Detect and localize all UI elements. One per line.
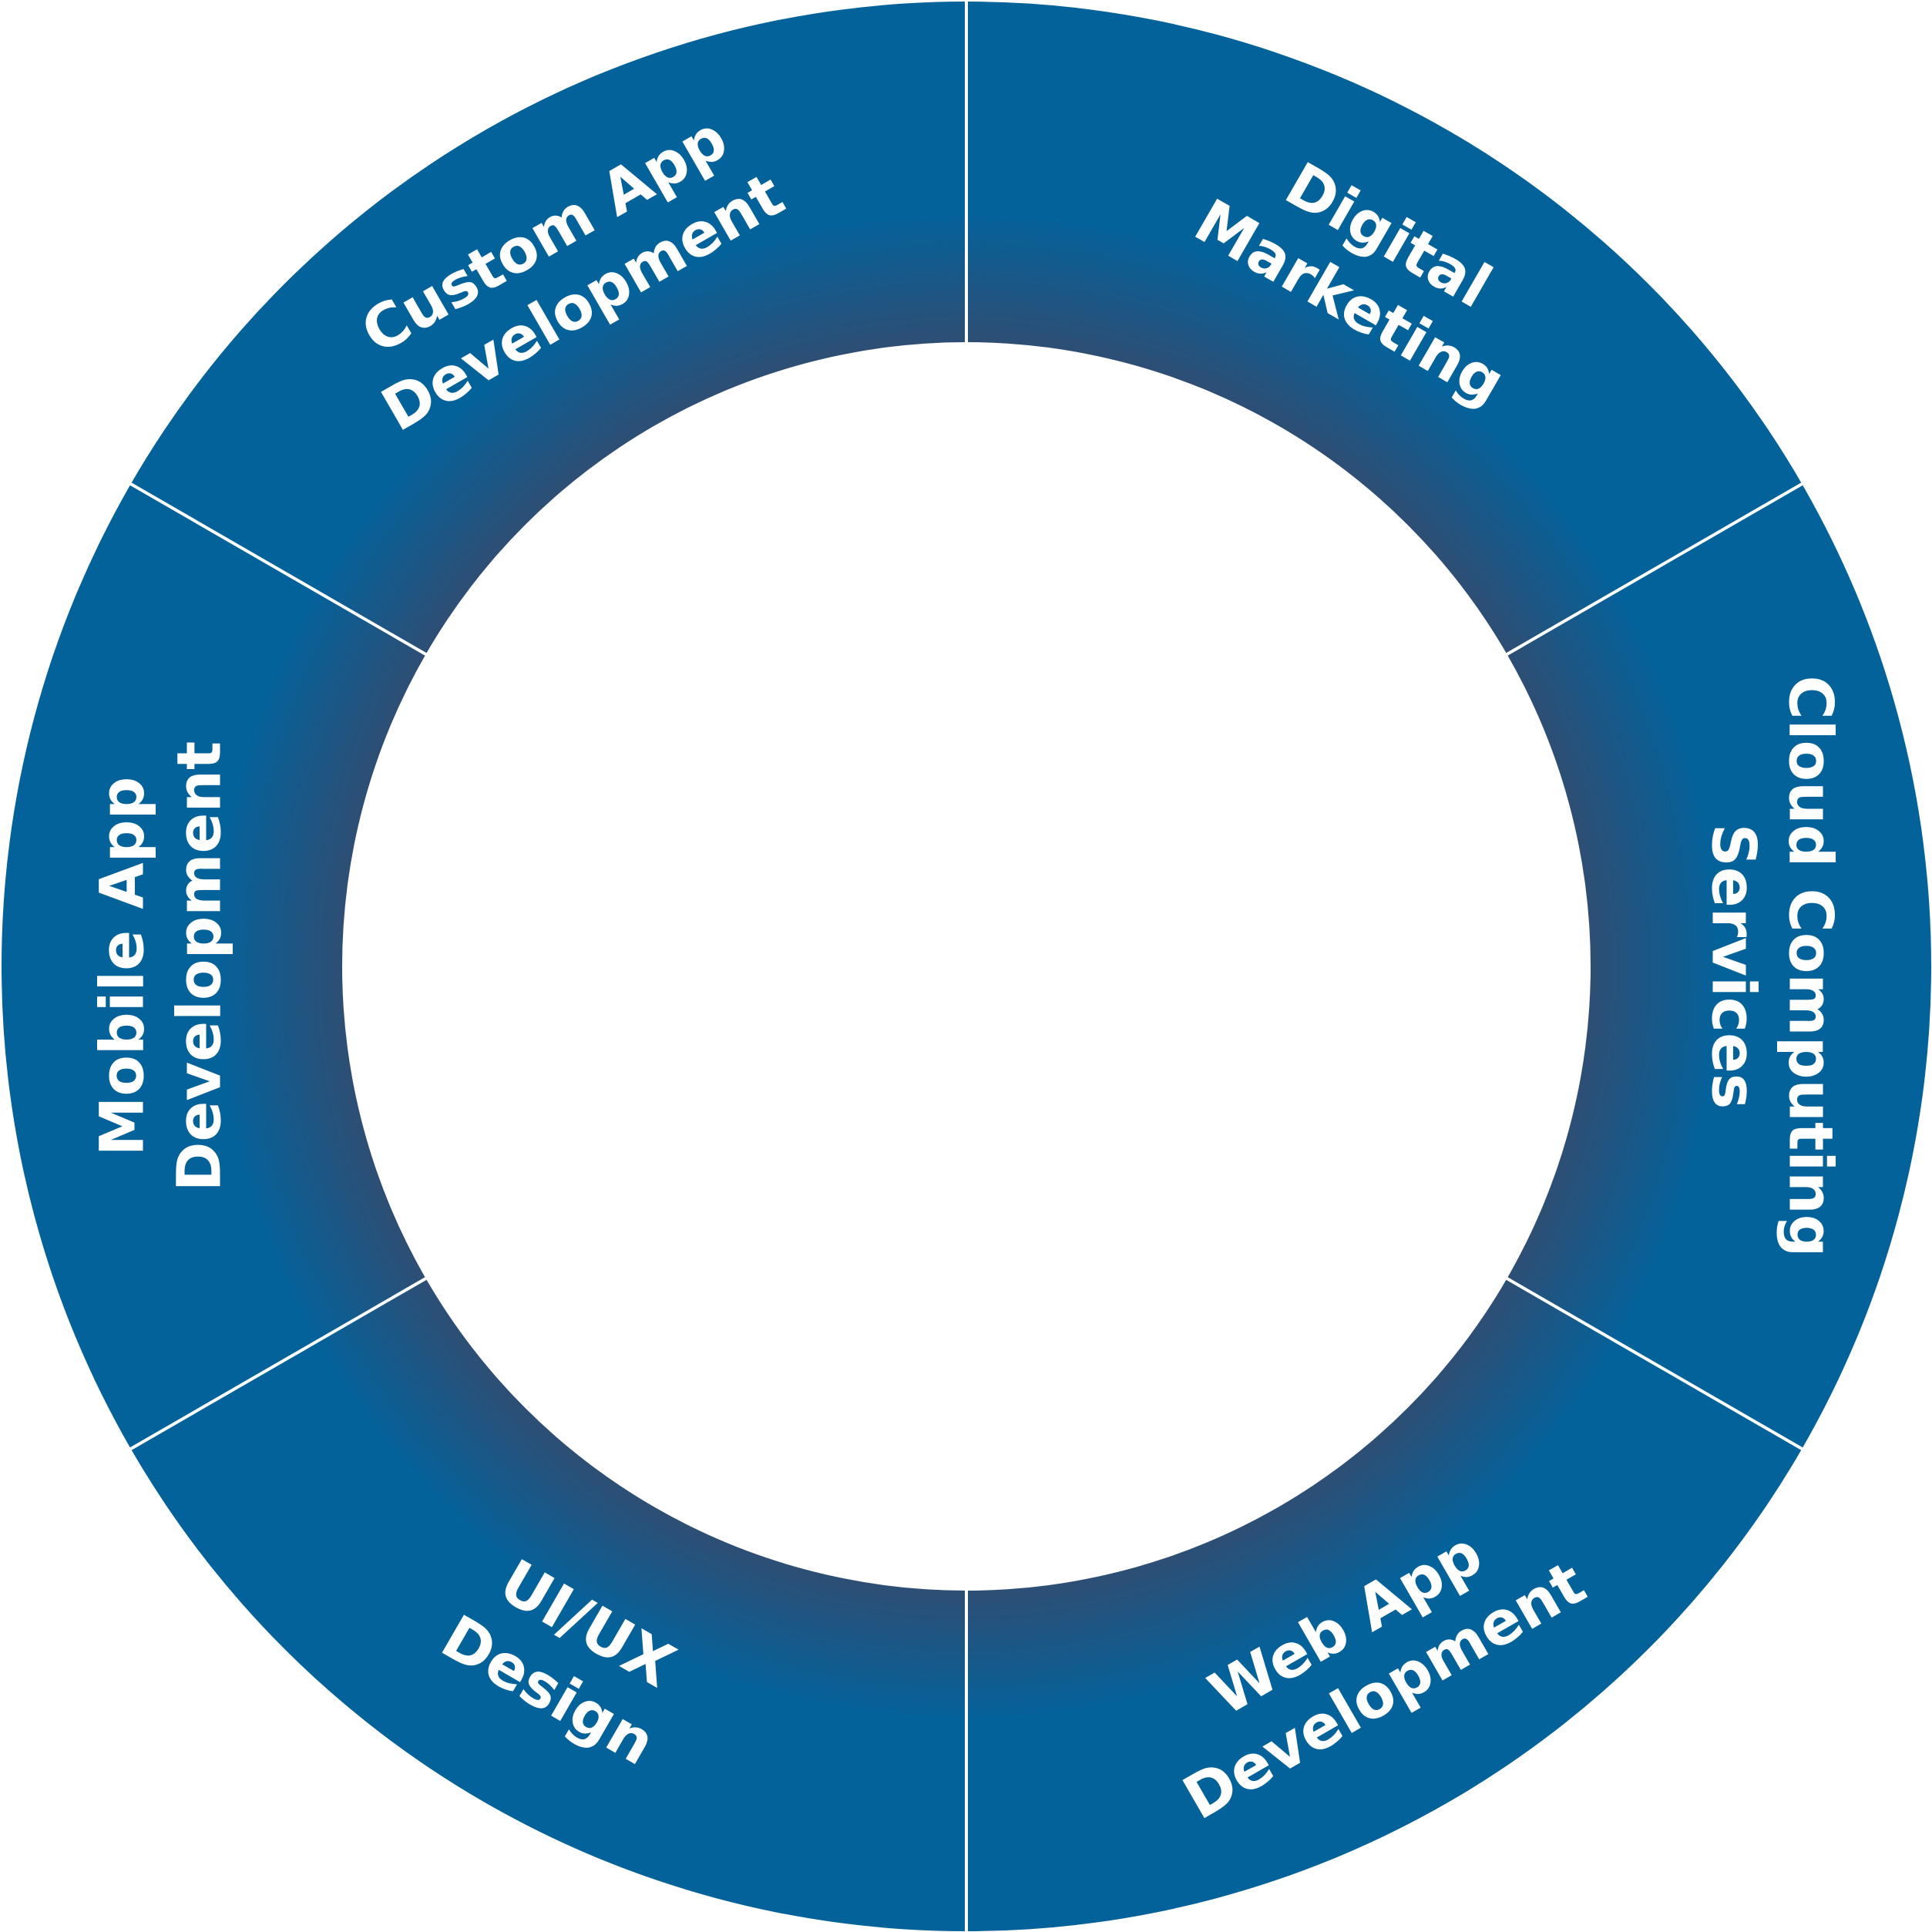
- segment-custom-app-development[interactable]: [130, 2, 966, 654]
- divider-line: [129, 1276, 428, 1451]
- label-group-cloud: Cloud Computing Services: [1698, 676, 1845, 1258]
- label-group-mobile: Mobile App Development: [88, 741, 234, 1192]
- label-cloud-line1: Cloud Computing: [1776, 676, 1845, 1258]
- segment-digital-marketing[interactable]: [966, 2, 1803, 654]
- label-mobile-line2: Development: [165, 741, 234, 1192]
- segment-web-app-development[interactable]: [966, 1278, 1803, 1931]
- segment-cloud-computing-services[interactable]: [1507, 484, 1931, 1449]
- label-cloud-line2: Services: [1698, 824, 1768, 1110]
- divider-line: [1504, 1276, 1804, 1451]
- segment-mobile-app-development[interactable]: [1, 484, 426, 1449]
- divider-line: [1504, 482, 1804, 657]
- ring-dividers: [129, 0, 1804, 1932]
- divider-line: [129, 482, 428, 657]
- segment-ui-ux-design[interactable]: [130, 1278, 966, 1931]
- label-mobile-line1: Mobile App: [88, 777, 157, 1157]
